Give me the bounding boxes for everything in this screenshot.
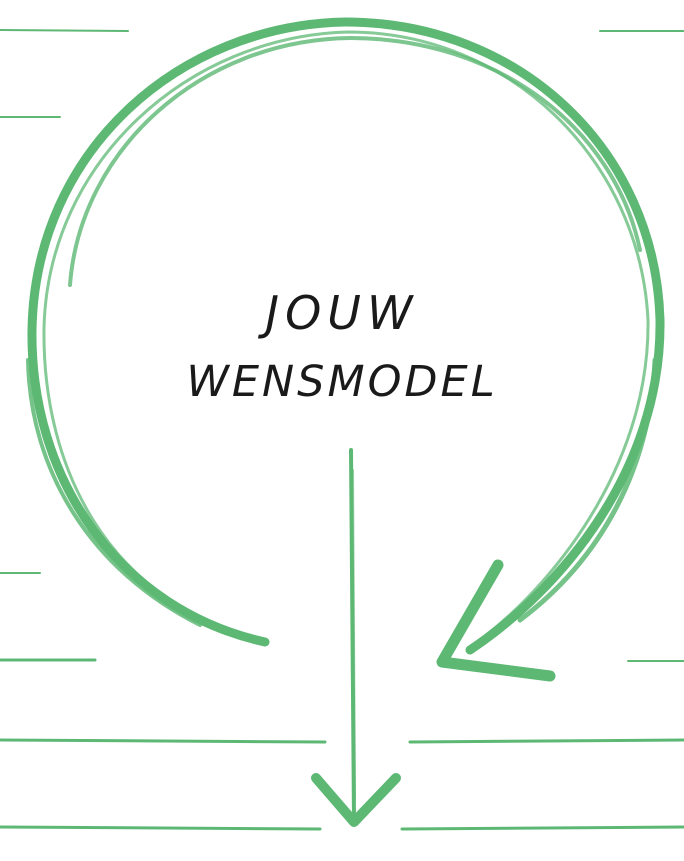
background-lines: [0, 30, 684, 829]
circle-stroke-texture-2: [70, 38, 640, 285]
down-arrow-icon: [316, 450, 396, 822]
background-line: [410, 740, 684, 742]
background-line: [0, 827, 320, 829]
circle-arrowhead: [442, 565, 550, 676]
title-line-2: WENSMODEL: [0, 361, 684, 404]
background-line: [402, 827, 684, 829]
background-line: [0, 740, 325, 742]
title-line-1: JOUW: [0, 290, 684, 336]
background-line: [0, 30, 128, 31]
circular-arrow-icon: [28, 22, 660, 676]
